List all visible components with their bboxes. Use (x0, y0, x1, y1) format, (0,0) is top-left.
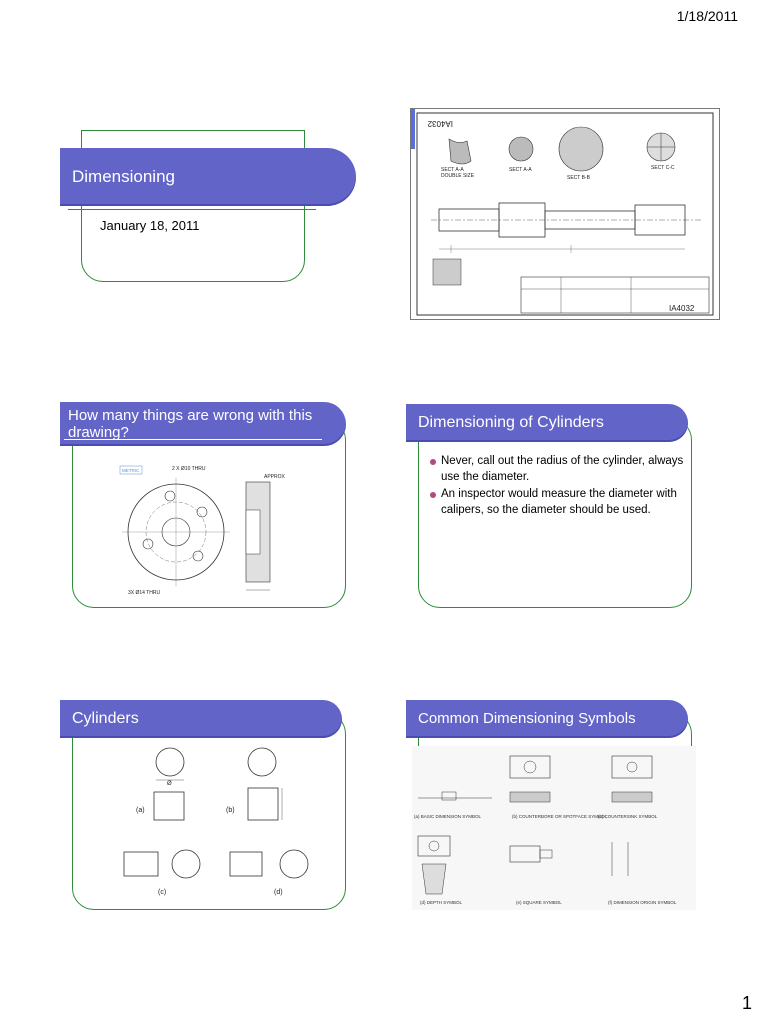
section-label: SECT C-C (651, 165, 675, 171)
section-label: SECT B-B (567, 175, 591, 181)
bullet-item: An inspector would measure the diameter … (428, 487, 688, 518)
drawing-id-upside: IA4032 (427, 119, 453, 128)
slide-4-dimensioning-cylinders: Dimensioning of Cylinders Never, call ou… (406, 400, 692, 608)
view-label: (b) (226, 807, 235, 814)
shaft-drawing-image: IA4032 SECT A-A DOUBLE SIZE SECT A-A SEC… (410, 108, 720, 320)
slide-title: Dimensioning of Cylinders (418, 414, 604, 431)
cylinder-views: Ø (a) (b) (c) (d) (123, 747, 309, 896)
slide-title-bar: Cylinders (60, 700, 342, 738)
slide-title-bar: How many things are wrong with this draw… (60, 402, 346, 446)
slide-title: Cylinders (72, 710, 139, 727)
section-label: DOUBLE SIZE (441, 173, 475, 179)
callout: 3X Ø14 THRU (128, 590, 161, 596)
slide-frame (72, 418, 346, 608)
title-underline (64, 439, 322, 440)
approx-label: APPROX (264, 474, 286, 480)
flange-drawing: METRIC 2 X Ø10 THRU APPROX 3X Ø14 THRU (119, 465, 286, 596)
slide-title-bar: Common Dimensioning Symbols (406, 700, 688, 738)
symbol-caption: (f) DIMENSION ORIGIN SYMBOL (608, 900, 677, 905)
section-label: SECT A-A (509, 167, 532, 173)
slide-title: Common Dimensioning Symbols (418, 710, 636, 727)
slide-5-cylinders: Cylinders Ø (a) (b) (c) (d) (60, 700, 346, 910)
section-label: SECT A-A (441, 167, 464, 173)
symbol-caption: (c) COUNTERSINK SYMBOL (598, 814, 658, 819)
bullet-item: Never, call out the radius of the cylind… (428, 454, 688, 485)
slide-title-bar: Dimensioning of Cylinders (406, 404, 688, 442)
drawing-number: IA4032 (669, 304, 695, 313)
slide-frame (418, 418, 692, 608)
metric-label: METRIC (122, 468, 140, 473)
callout: 2 X Ø10 THRU (172, 466, 206, 472)
symbol-caption: (a) BASIC DIMENSION SYMBOL (414, 814, 482, 819)
shaft-drawing-svg: IA4032 SECT A-A DOUBLE SIZE SECT A-A SEC… (411, 109, 714, 316)
symbol-caption: (d) DEPTH SYMBOL (420, 900, 463, 905)
slide-1-dimensioning: Dimensioning January 18, 2011 (60, 130, 356, 330)
page-number: 1 (741, 993, 752, 1013)
view-label: (a) (136, 807, 145, 814)
header-date: 1/18/2011 (676, 8, 738, 24)
view-label: (d) (274, 889, 283, 896)
slide-title: How many things are wrong with this draw… (68, 407, 313, 441)
slide-title-bar: Dimensioning (60, 148, 356, 210)
symbol-caption: (b) COUNTERBORE OR SPOTFACE SYMBOL (512, 814, 608, 819)
symbol-caption: (e) SQUARE SYMBOL (516, 900, 562, 905)
slide-frame (72, 712, 346, 910)
dimensioning-symbols-image: (a) BASIC DIMENSION SYMBOL (b) COUNTERBO… (412, 746, 696, 910)
bullet-list: Never, call out the radius of the cylind… (428, 454, 688, 520)
slide-subtitle: January 18, 2011 (100, 218, 200, 233)
svg-text:Ø: Ø (167, 781, 172, 787)
view-label: (c) (158, 889, 166, 896)
title-underline (68, 209, 316, 210)
slide-3-wrong-drawing: How many things are wrong with this draw… (60, 400, 346, 608)
slide-6-dimensioning-symbols: Common Dimensioning Symbols (a) BASIC DI… (406, 700, 696, 910)
slide-title: Dimensioning (72, 167, 175, 186)
